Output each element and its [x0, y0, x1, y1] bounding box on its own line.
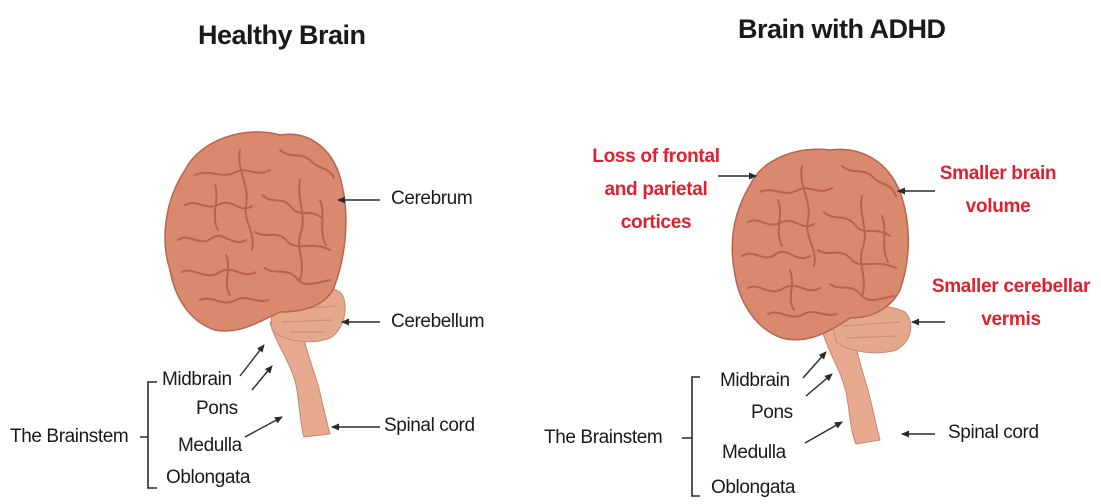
healthy-spinal-cord-label: Spinal cord	[384, 414, 475, 438]
healthy-cerebellum-label: Cerebellum	[391, 310, 484, 334]
finding-frontal-parietal-loss: Loss of frontal and parietal cortices	[592, 140, 720, 239]
finding-frontal-line-3: cortices	[592, 206, 720, 239]
healthy-brainstem-label: The Brainstem	[10, 425, 128, 449]
finding-frontal-line-1: Loss of frontal	[592, 140, 720, 173]
adhd-midbrain-arrow	[803, 352, 826, 378]
finding-smaller-brain-volume: Smaller brain volume	[936, 157, 1060, 223]
finding-smaller-cerebellar-vermis: Smaller cerebellar vermis	[926, 270, 1096, 336]
healthy-midbrain-label: Midbrain	[162, 368, 232, 392]
healthy-pons-label: Pons	[196, 397, 238, 421]
healthy-pons-arrow	[252, 366, 272, 390]
adhd-brainstem-bracket	[682, 377, 700, 496]
healthy-oblongata-label: Oblongata	[166, 466, 250, 490]
finding-vermis-line-1: Smaller cerebellar	[926, 270, 1096, 303]
finding-volume-line-1: Smaller brain	[936, 157, 1060, 190]
healthy-brain-title: Healthy Brain	[198, 20, 366, 51]
adhd-brainstem-label: The Brainstem	[544, 426, 662, 450]
adhd-medulla-label: Medulla	[722, 441, 786, 465]
finding-frontal-line-2: and parietal	[592, 173, 720, 206]
adhd-pons-label: Pons	[751, 401, 793, 425]
adhd-brain-title: Brain with ADHD	[738, 14, 946, 45]
adhd-brain-illustration	[732, 149, 910, 444]
healthy-brainstem-bracket	[140, 382, 157, 488]
adhd-midbrain-label: Midbrain	[720, 369, 790, 393]
healthy-medulla-arrow	[245, 417, 282, 437]
adhd-spinal-cord-label: Spinal cord	[948, 421, 1039, 445]
healthy-midbrain-arrow	[240, 345, 264, 376]
healthy-cerebrum-label: Cerebrum	[391, 187, 472, 211]
healthy-medulla-label: Medulla	[178, 434, 242, 458]
finding-vermis-line-2: vermis	[926, 303, 1096, 336]
adhd-pons-arrow	[806, 374, 832, 396]
adhd-oblongata-label: Oblongata	[711, 476, 795, 500]
finding-volume-line-2: volume	[936, 190, 1060, 223]
adhd-medulla-arrow	[805, 422, 842, 443]
